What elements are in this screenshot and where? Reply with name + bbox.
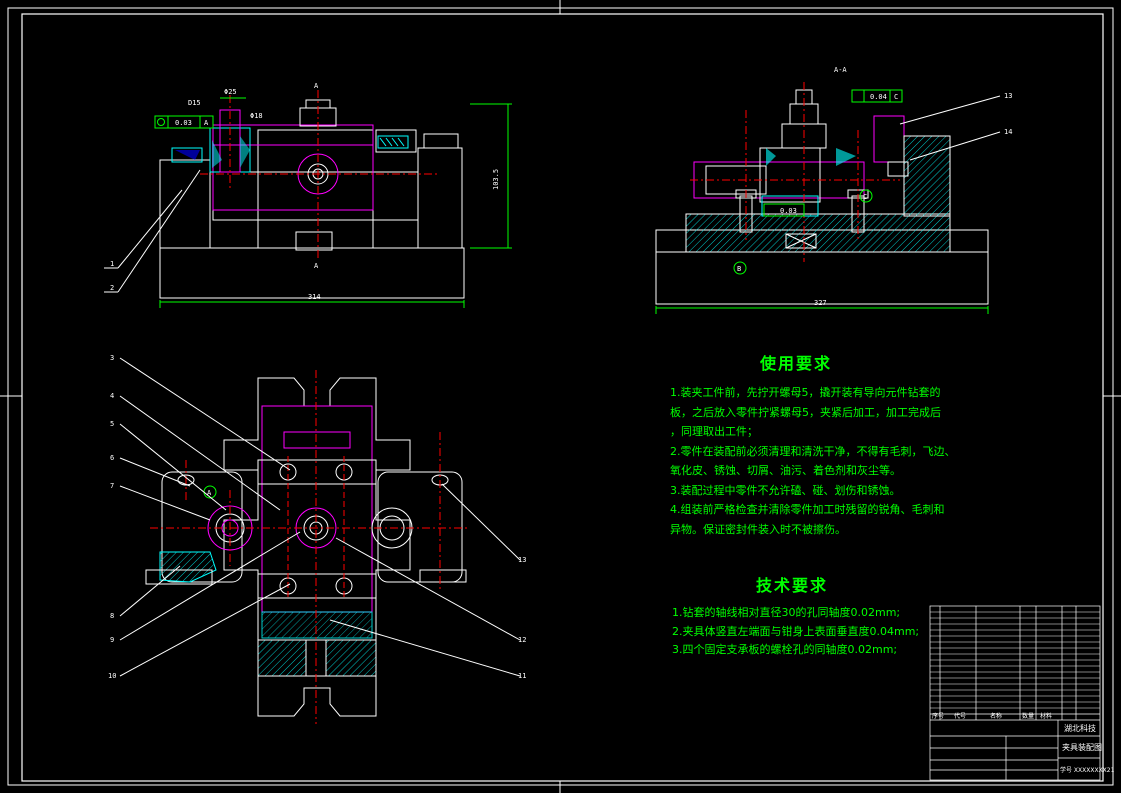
- dim-front-width: 314: [308, 293, 321, 301]
- balloon-side-13: 13: [1004, 92, 1012, 100]
- tb-drawing-name: 夹具装配图: [1062, 742, 1102, 752]
- title-block: [929, 605, 1101, 781]
- balloon-plan-4: 4: [110, 392, 114, 400]
- technical_requirements-line: 3.四个固定支承板的螺栓孔的同轴度0.02mm;: [672, 643, 898, 656]
- balloon-plan-12: 12: [518, 636, 526, 644]
- section-mark-top: A: [314, 82, 319, 90]
- technical-requirements-title: 技术要求: [756, 576, 829, 595]
- tol-side-ref: C: [894, 93, 898, 101]
- technical_requirements-line: 2.夹具体竖直左端面与钳身上表面垂直度0.04mm;: [672, 624, 920, 638]
- balloon-plan-13: 13: [518, 556, 526, 564]
- dim-d25: Φ25: [224, 88, 237, 96]
- usage_requirements-line: 板，之后放入零件拧紧螺母5，夹紧后加工，加工完成后: [670, 405, 941, 419]
- datum-b: B: [737, 265, 741, 273]
- usage_requirements-line: 4.组装前严格检查并清除零件加工时残留的锐角、毛刺和: [670, 503, 945, 516]
- balloon-plan-6: 6: [110, 454, 114, 462]
- tb-header-name: 名称: [990, 712, 1002, 720]
- plan-view: A 3 4 5 6 7 8 9 10 11 12 13: [108, 354, 526, 724]
- front-view: 314 103.5 Φ25 D15 Φ18 0.03 A A A 1 2: [104, 82, 512, 308]
- balloon-2: 2: [110, 284, 114, 292]
- dim-d18: Φ18: [250, 112, 263, 120]
- balloon-side-14: 14: [1004, 128, 1012, 136]
- section-mark-bottom: A: [314, 262, 319, 270]
- tol-side: 0.04: [870, 93, 887, 101]
- tol-front-ref: A: [204, 119, 209, 127]
- usage_requirements-line: 2.零件在装配前必须清理和清洗干净，不得有毛刺，飞边、: [670, 444, 956, 458]
- tb-header-code: 代号: [954, 712, 966, 720]
- dim-front-height: 103.5: [492, 169, 500, 190]
- tb-school: 湖北科技: [1064, 723, 1096, 733]
- tol-inner: 0.03: [780, 207, 797, 215]
- tb-header-no: 序号: [932, 712, 944, 720]
- tb-drawing-no: 学号 XXXXXXXX21: [1060, 766, 1115, 774]
- title-block-rows: [930, 611, 1100, 709]
- plan-datum-a: A: [207, 489, 212, 497]
- usage_requirements-line: 氧化皮、锈蚀、切屑、油污、着色剂和灰尘等。: [670, 464, 901, 477]
- usage_requirements-line: 1.装夹工件前，先拧开螺母5，撬开装有导向元件钻套的: [670, 386, 941, 399]
- balloon-plan-7: 7: [110, 482, 114, 490]
- tb-header-qty: 数量: [1022, 712, 1034, 720]
- dim-d15: D15: [188, 99, 201, 107]
- dim-side-width: 327: [814, 299, 827, 307]
- side-section-view: A-A: [655, 66, 1012, 314]
- balloon-plan-8: 8: [110, 612, 114, 620]
- balloon-plan-5: 5: [110, 420, 114, 428]
- balloon-plan-9: 9: [110, 636, 114, 644]
- datum-c: C: [863, 193, 867, 201]
- balloon-plan-10: 10: [108, 672, 116, 680]
- tb-header-material: 材料: [1040, 712, 1052, 720]
- usage_requirements-line: 3.装配过程中零件不允许磕、碰、划伤和锈蚀。: [670, 483, 901, 497]
- balloon-plan-3: 3: [110, 354, 114, 362]
- usage_requirements-line: ，同理取出工件；: [670, 425, 758, 438]
- balloon-1: 1: [110, 260, 114, 268]
- tol-front: 0.03: [175, 119, 192, 127]
- usage-requirements-title: 使用要求: [760, 354, 833, 373]
- section-label: A-A: [834, 66, 847, 74]
- balloon-plan-11: 11: [518, 672, 526, 680]
- usage_requirements-line: 异物。保证密封件装入时不被擦伤。: [670, 522, 846, 536]
- technical_requirements-line: 1.钻套的轴线相对直径30的孔同轴度0.02mm;: [672, 606, 901, 619]
